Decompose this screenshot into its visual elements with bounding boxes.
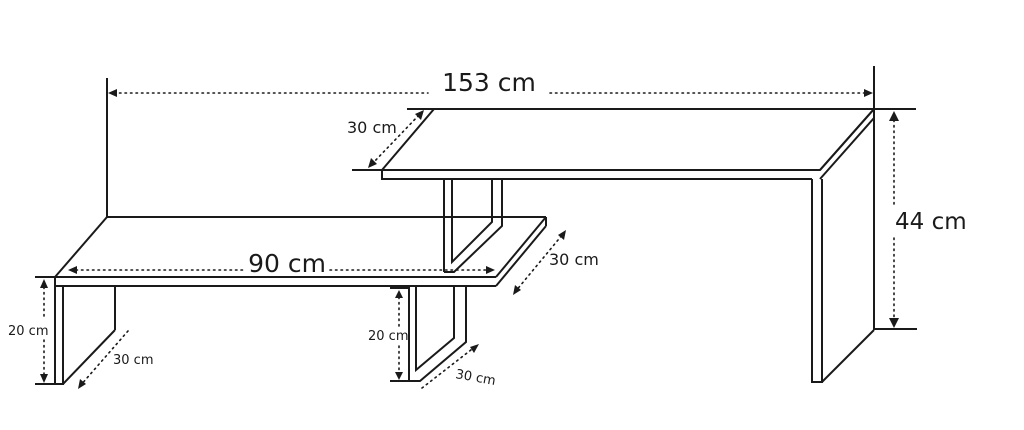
dimension-lower-width: 90 cm [68, 249, 495, 278]
label-middle-leg-height: 20 cm [368, 329, 409, 344]
dimension-height: 44 cm [874, 108, 967, 330]
label-left-leg-depth: 30 cm [113, 353, 154, 368]
dimension-upper-depth: 30 cm [347, 108, 434, 171]
lower-u-leg [408, 286, 467, 382]
right-panel-leg [811, 109, 875, 383]
dimension-lower-depth: 30 cm [513, 230, 599, 295]
left-panel-leg [54, 286, 116, 385]
upper-shelf [381, 108, 877, 180]
label-height: 44 cm [895, 209, 967, 235]
dimension-total-width: 153 cm [106, 66, 875, 217]
dimension-middle-leg-height: 20 cm [368, 287, 409, 382]
dimension-left-leg-depth: 30 cm [78, 330, 154, 389]
label-lower-width: 90 cm [248, 249, 326, 278]
label-total-width: 153 cm [442, 68, 536, 97]
dimension-middle-leg-depth: 30 cm [421, 344, 497, 389]
label-left-leg-height: 20 cm [8, 324, 49, 339]
dimension-left-leg-height: 20 cm [8, 276, 55, 385]
label-middle-leg-depth: 30 cm [454, 367, 496, 389]
label-lower-depth: 30 cm [549, 250, 599, 269]
label-upper-depth: 30 cm [347, 118, 397, 137]
upper-u-leg [443, 179, 503, 273]
